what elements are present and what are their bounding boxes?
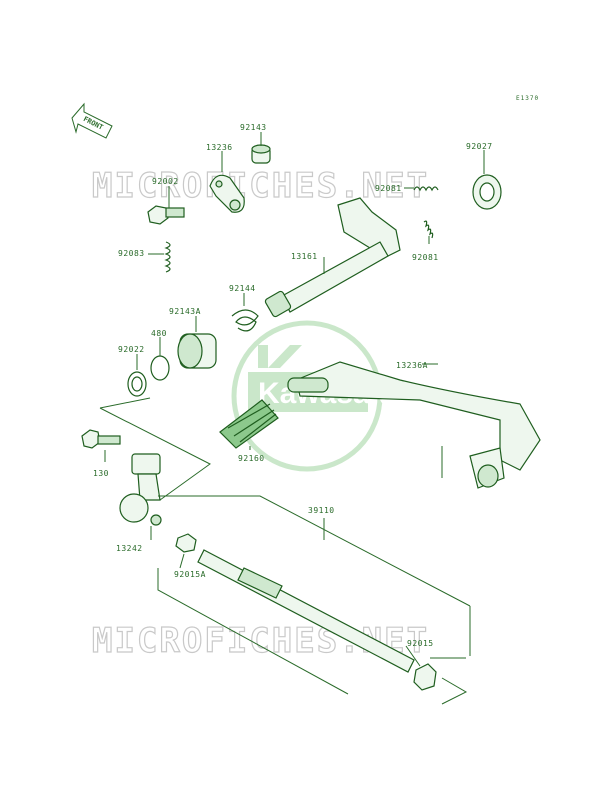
part-13242-lever [119, 453, 162, 526]
part-label-92022: 92022 [118, 345, 145, 354]
leader-lines [99, 132, 485, 705]
part-13236-lever [209, 174, 245, 213]
part-label-13236: 13236 [206, 143, 233, 152]
part-130-bolt [81, 429, 121, 449]
part-92144-return-spring [231, 309, 259, 332]
part-label-92002: 92002 [152, 177, 179, 186]
part-92160-rubber [219, 399, 279, 449]
part-92083-spring [164, 241, 171, 273]
part-label-92083: 92083 [118, 249, 145, 258]
part-label-13242: 13242 [116, 544, 143, 553]
part-label-92143: 92143 [240, 123, 267, 132]
part-92143A-collar [177, 333, 217, 369]
part-92015A-nut [175, 533, 197, 553]
part-label-480: 480 [151, 329, 167, 338]
part-label-92144: 92144 [229, 284, 256, 293]
part-label-130: 130 [93, 469, 109, 478]
part-92002-bolt [147, 205, 185, 225]
part-label-92015A: 92015A [174, 570, 206, 579]
part-label-13236A: 13236A [396, 361, 428, 370]
part-92015-nut [413, 663, 437, 691]
front-label: FRONT [82, 115, 104, 132]
part-label-39110: 39110 [308, 506, 335, 515]
part-label-13161: 13161 [291, 252, 318, 261]
part-label-92081-lower: 92081 [412, 253, 439, 262]
part-92027-oil-seal [472, 174, 502, 210]
part-label-92081-upper: 92081 [375, 184, 402, 193]
part-92022-washer [127, 371, 147, 397]
part-13236A-shift-pedal [287, 361, 541, 489]
site-watermark-top: MICROFICHES.NET [92, 166, 429, 206]
part-92081-spring-lower [423, 220, 434, 239]
part-label-92027: 92027 [466, 142, 493, 151]
part-label-92160: 92160 [238, 454, 265, 463]
part-480-circlip [150, 355, 170, 381]
part-label-92015: 92015 [407, 639, 434, 648]
part-label-92143A: 92143A [169, 307, 201, 316]
front-arrow-icon: FRONT [71, 102, 113, 139]
part-92143-collar [251, 144, 271, 164]
part-92081-spring-upper [413, 186, 439, 192]
part-39110-tie-rod [197, 549, 415, 673]
diagram-code: E1370 [516, 95, 539, 102]
part-13161-shift-shaft [264, 197, 401, 318]
